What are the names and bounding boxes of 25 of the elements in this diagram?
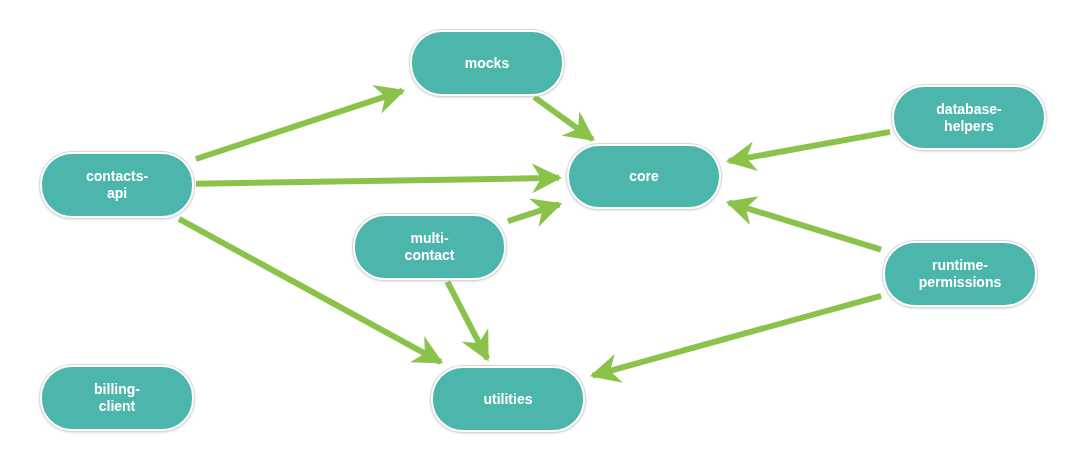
module-pill [567,144,721,209]
module-pill [40,365,194,431]
arrow [725,128,891,172]
module-pill [883,241,1037,307]
module-name: utilities [483,390,533,408]
module-name: contacts-api [84,168,150,202]
module-pill [892,85,1046,150]
module-pill [410,30,564,96]
module-name: billing-client [93,381,141,415]
module-name: runtime-permissions [917,257,1003,291]
arrow [444,280,490,362]
module-pill [40,152,194,218]
module-pill [431,366,585,432]
arrow [194,85,406,162]
arrow [195,163,562,194]
arrow [506,198,563,227]
arrow [532,94,595,142]
module-name: database-helpers [935,100,1003,135]
module-name: mocks [464,54,510,72]
module-name: multi-contact [403,230,456,264]
arrow [589,292,882,383]
module-name: core [629,168,659,185]
module-pill [353,214,506,280]
arrow [177,216,444,365]
arrow [725,196,882,253]
